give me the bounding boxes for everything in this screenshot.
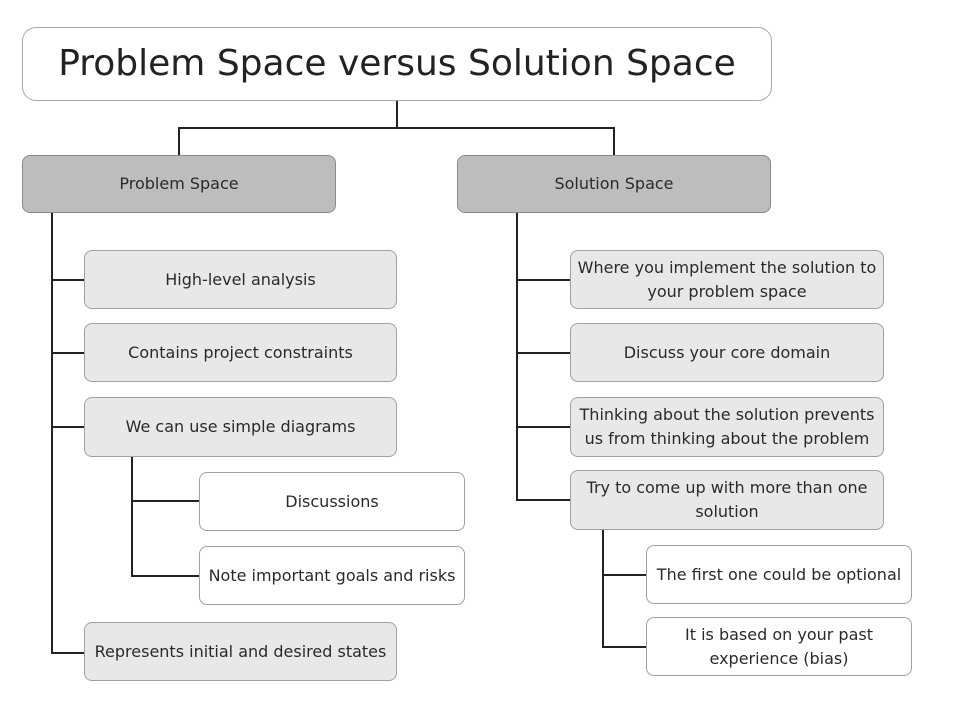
problem-item-initial-desired-states: Represents initial and desired states: [84, 622, 397, 681]
solution-subitem-first-optional: The first one could be optional: [646, 545, 912, 604]
diagram-title: Problem Space versus Solution Space: [22, 27, 772, 101]
solution-item-more-than-one-solution: Try to come up with more than one soluti…: [570, 470, 884, 530]
solution-space-node: Solution Space: [457, 155, 771, 213]
solution-item-implement-solution: Where you implement the solution to your…: [570, 250, 884, 309]
solution-item-prevents-thinking: Thinking about the solution prevents us …: [570, 397, 884, 457]
problem-item-project-constraints: Contains project constraints: [84, 323, 397, 382]
solution-subitem-past-experience: It is based on your past experience (bia…: [646, 617, 912, 676]
solution-item-core-domain: Discuss your core domain: [570, 323, 884, 382]
diagram-subitem-discussions: Discussions: [199, 472, 465, 531]
diagram-subitem-goals-and-risks: Note important goals and risks: [199, 546, 465, 605]
problem-space-node: Problem Space: [22, 155, 336, 213]
problem-item-high-level-analysis: High-level analysis: [84, 250, 397, 309]
problem-item-simple-diagrams: We can use simple diagrams: [84, 397, 397, 457]
